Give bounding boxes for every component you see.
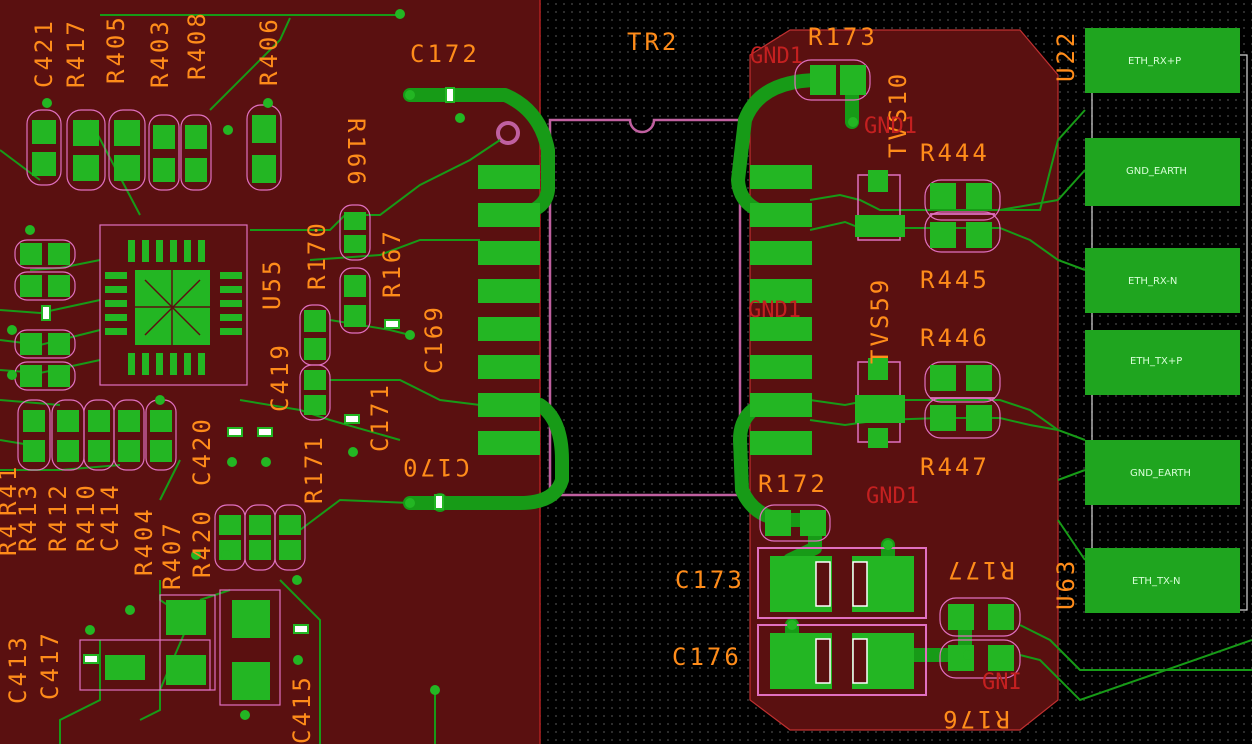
label-r405: R405 xyxy=(102,14,130,84)
label-r444: R444 xyxy=(920,139,990,167)
net-gnd1-c: GND1 xyxy=(748,298,801,323)
label-c414: C414 xyxy=(96,482,124,552)
label-r166: R166 xyxy=(342,118,370,188)
label-r412: R412 xyxy=(44,482,72,552)
pad-gnd-earth-1: GND_EARTH xyxy=(1126,166,1187,177)
large-capacitors xyxy=(757,547,927,696)
signal-traces xyxy=(0,14,1252,744)
label-c173: C173 xyxy=(675,566,745,594)
label-r410: R410 xyxy=(72,482,100,552)
label-u63: U63 xyxy=(1052,557,1080,610)
label-r4-partial: R4 xyxy=(0,521,22,556)
tvs-diodes xyxy=(855,170,905,448)
label-c415: C415 xyxy=(288,674,316,744)
label-c170: C170 xyxy=(400,453,470,481)
label-r170: R170 xyxy=(303,220,331,290)
label-r417: R417 xyxy=(62,18,90,88)
label-c417: C417 xyxy=(36,630,64,700)
label-r445: R445 xyxy=(920,266,990,294)
small-caps xyxy=(41,87,455,664)
net-gnd1-d: GND1 xyxy=(866,484,919,509)
label-r177: R177 xyxy=(945,556,1015,584)
label-c176: C176 xyxy=(672,643,742,671)
label-r446: R446 xyxy=(920,324,990,352)
label-u22: U22 xyxy=(1052,29,1080,82)
tr2-pads-right xyxy=(750,165,812,455)
label-c172: C172 xyxy=(410,40,480,68)
pad-eth-tx-n: ETH_TX-N xyxy=(1132,576,1181,587)
label-r406: R406 xyxy=(255,16,283,86)
label-tvs59: TVS59 xyxy=(866,276,894,364)
pad-eth-rx-n: ETH_RX-N xyxy=(1128,276,1178,287)
label-c421: C421 xyxy=(30,18,58,88)
net-gnd1-b: GND1 xyxy=(864,114,917,139)
label-r176: R176 xyxy=(940,705,1010,733)
u55-footprint xyxy=(99,224,248,386)
label-c419: C419 xyxy=(266,342,294,412)
left-resistor-array xyxy=(14,59,1021,679)
label-r173: R173 xyxy=(808,23,878,51)
tr2-pads-left xyxy=(478,165,540,455)
vias xyxy=(7,9,973,720)
pad-eth-tx-p: ETH_TX+P xyxy=(1130,356,1183,367)
bottom-left-parts xyxy=(79,589,281,706)
label-r408: R408 xyxy=(183,10,211,80)
label-r411-partial: R41 xyxy=(0,463,22,516)
label-r172: R172 xyxy=(758,470,828,498)
label-c420: C420 xyxy=(188,416,216,486)
pad-gnd-earth-2: GND_EARTH xyxy=(1130,468,1191,479)
label-tr2: TR2 xyxy=(627,28,680,56)
label-c169: C169 xyxy=(420,304,448,374)
label-r407: R407 xyxy=(158,520,186,590)
label-r403: R403 xyxy=(146,18,174,88)
label-c171: C171 xyxy=(366,382,394,452)
label-c413: C413 xyxy=(4,634,32,704)
label-r420: R420 xyxy=(188,508,216,578)
net-gnd-e: GNI xyxy=(982,670,1022,695)
label-r167: R167 xyxy=(378,228,406,298)
pad-eth-rx-p: ETH_RX+P xyxy=(1128,56,1182,67)
tr2-footprint xyxy=(496,118,742,497)
label-r447: R447 xyxy=(920,453,990,481)
net-gnd1-a: GND1 xyxy=(750,44,803,69)
label-r404: R404 xyxy=(130,506,158,576)
label-u55: U55 xyxy=(258,257,286,310)
connector-pads xyxy=(1085,28,1240,613)
label-r171: R171 xyxy=(300,434,328,504)
